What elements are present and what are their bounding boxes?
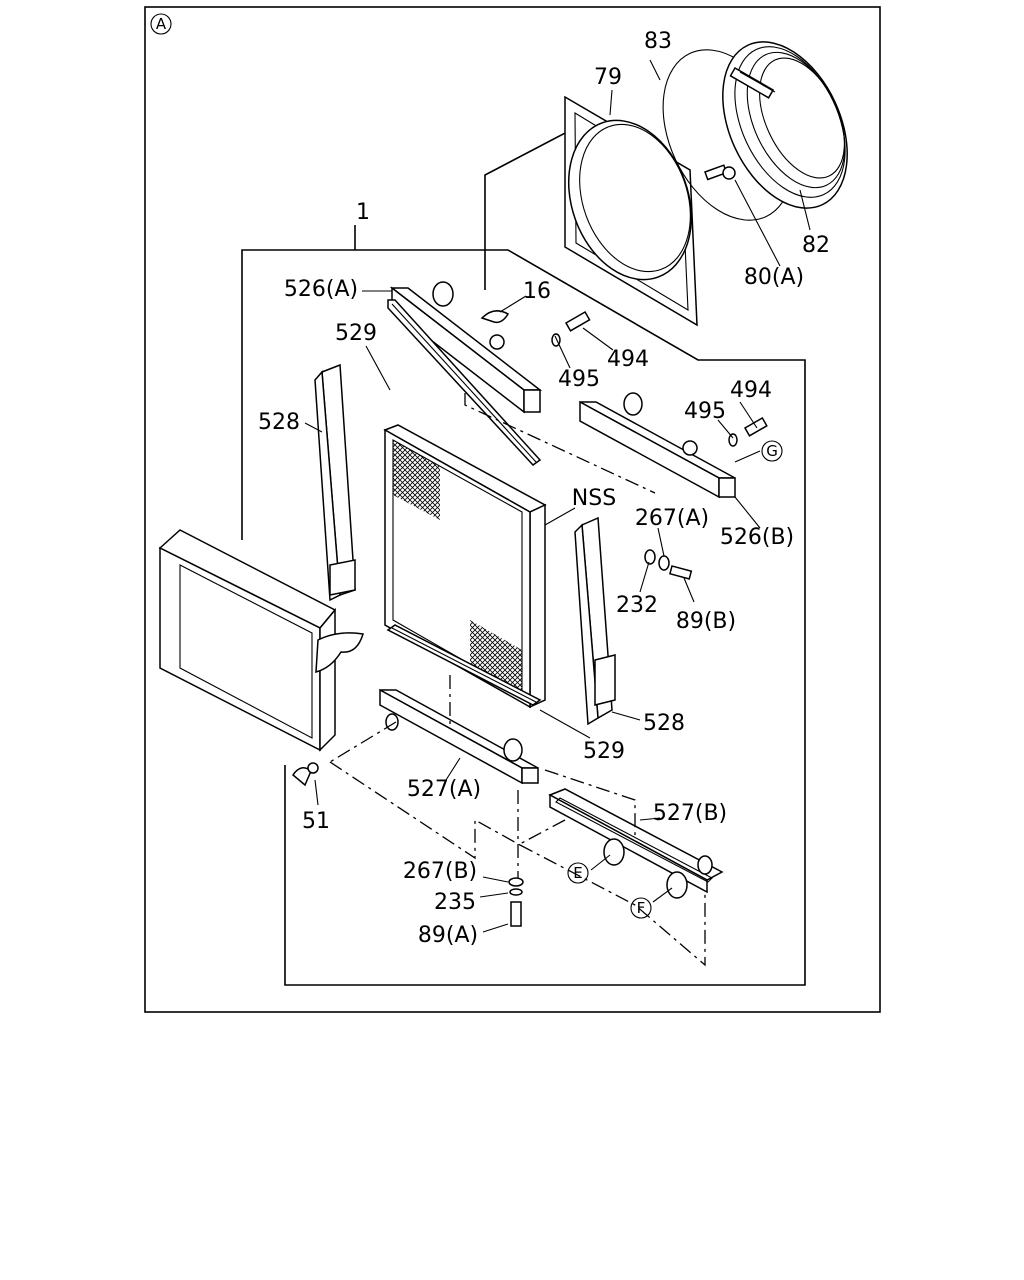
callout-494-a: 494 [607, 347, 649, 372]
assembly-outline [241, 119, 806, 986]
callout-528-right: 528 [643, 711, 685, 736]
drain-cock-51 [292, 762, 319, 787]
callout-79: 79 [594, 65, 622, 90]
lower-tank-527b [548, 788, 724, 899]
bolt-80a [704, 164, 736, 181]
drain-plug-494b [728, 416, 768, 447]
outer-frame [144, 6, 881, 1013]
upper-tank-526b [579, 392, 736, 499]
side-plate-528-left [314, 363, 356, 602]
callout-529-bottom: 529 [583, 739, 625, 764]
upper-tank-526a [389, 281, 543, 414]
callout-16: 16 [523, 279, 551, 304]
connector-e: E [567, 862, 589, 884]
view-marker: A [150, 13, 172, 35]
callout-1: 1 [356, 200, 370, 225]
bolt-stack-89a [508, 877, 524, 927]
callout-nss: NSS [572, 486, 616, 511]
lower-tank-527a [379, 688, 539, 785]
callout-526a: 526(A) [284, 277, 358, 302]
bolt-stack-89b [644, 549, 693, 580]
callout-232: 232 [616, 593, 658, 618]
callout-494-b: 494 [730, 378, 772, 403]
callout-267b: 267(B) [403, 859, 477, 884]
callout-89a: 89(A) [418, 923, 478, 948]
connector-g: G [761, 440, 783, 462]
callout-51: 51 [302, 809, 330, 834]
callout-527b: 527(B) [653, 801, 727, 826]
connector-f: F [630, 897, 652, 919]
view-marker-label: A [156, 15, 167, 33]
callout-83: 83 [644, 29, 672, 54]
fan-shroud [564, 95, 698, 327]
callout-529-top: 529 [335, 321, 377, 346]
connector-e-label: E [573, 864, 582, 882]
fan-ring [662, 41, 848, 221]
callout-527a: 527(A) [407, 777, 481, 802]
callout-235: 235 [434, 890, 476, 915]
callout-495-a: 495 [558, 367, 600, 392]
connector-g-label: G [766, 442, 778, 460]
callout-528-left: 528 [258, 410, 300, 435]
callout-89b: 89(B) [676, 609, 736, 634]
seal-529-bottom [386, 624, 542, 706]
intercooler [158, 529, 364, 752]
callout-526b: 526(B) [720, 525, 794, 550]
callout-80a: 80(A) [744, 265, 804, 290]
callout-267a: 267(A) [635, 506, 709, 531]
seal-529-top [387, 299, 542, 466]
callout-495-b: 495 [684, 399, 726, 424]
connector-f-label: F [637, 899, 646, 917]
assembly-axes [329, 393, 706, 967]
callout-labels: 1 16 79 83 82 80(A) 526(A) 526(B) 529 52… [258, 29, 830, 948]
side-plate-528-right [574, 516, 616, 726]
leader-lines [304, 59, 811, 933]
drain-plug-494a [551, 310, 591, 347]
callout-82: 82 [802, 233, 830, 258]
